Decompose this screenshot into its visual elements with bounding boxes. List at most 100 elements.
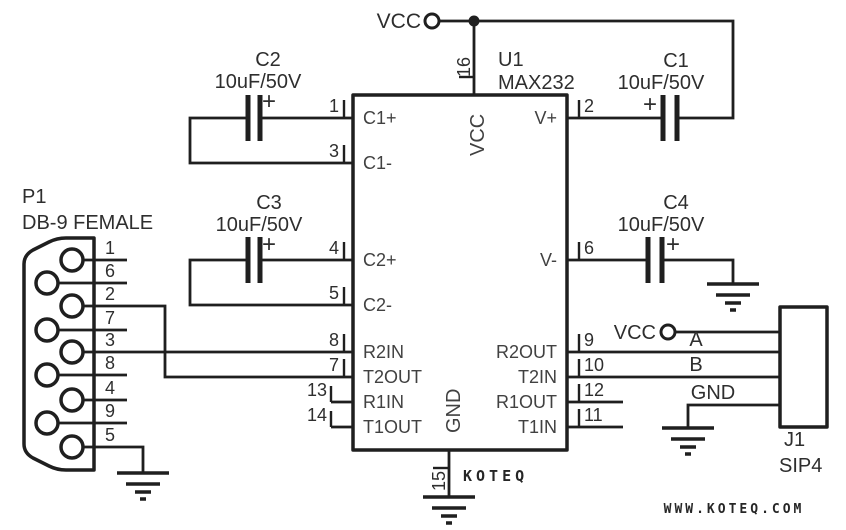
ic-pin-number: 3 [329,141,339,161]
ic-pin-number: 8 [329,330,339,350]
net-a-label: A [689,329,703,351]
ic-pin-number: 12 [584,380,604,400]
ic-u1-max232: U1 MAX232 VCC GND C1+ C1- C2+ C2- R2IN T… [307,49,623,497]
db9-socket-icon [59,293,85,319]
db9-pin-number: 2 [105,284,115,304]
ic-partnumber: MAX232 [498,72,575,94]
koteq-logo: KOTEQ [463,467,528,485]
db9-socket-icon [34,317,60,343]
ic-pin-number: 11 [584,405,603,425]
c1-value: 10uF/50V [618,72,705,94]
ic-pin-name: R2OUT [496,342,557,362]
ic-pin-name: C2+ [363,250,397,270]
ic-pin-name: V+ [534,108,557,128]
ic-refdes: U1 [498,49,524,71]
ic-pin-name: V- [540,250,557,270]
ic-pin-number: 5 [329,283,339,303]
ic-pin-number: 7 [329,355,339,375]
capacitor-icon [645,237,665,283]
capacitor-icon [245,237,263,283]
sip4-connector-j1: J1 SIP4 VCC A B GND [567,305,829,477]
ic-pin-name: T1IN [518,417,557,437]
ground-symbol-icon [662,426,714,456]
left-pin-ticks [329,100,346,427]
pin16-number: 16 [454,57,474,77]
capacitor-icon [660,95,680,141]
pin15-number: 15 [429,471,449,491]
ic-pin-name: C1+ [363,108,397,128]
ic-vcc-pin-label: VCC [467,114,489,156]
ic-gnd-pin-label: GND [443,389,465,433]
db9-pin-number: 8 [105,353,115,373]
ic-pin-number: 2 [584,96,594,116]
db9-socket-icon [59,387,85,413]
db9-shell-outline [22,236,96,472]
db9-pin-number: 7 [105,308,115,328]
ic-pin-name: T1OUT [363,417,422,437]
c3-refdes: C3 [256,192,282,214]
db9-socket-icon [59,339,85,365]
c4-value: 10uF/50V [618,214,705,236]
db9-pin5-to-ground-wire [83,445,145,473]
vcc-terminal-icon [423,12,441,30]
junction-dot [468,15,480,27]
j1-type-label: SIP4 [779,455,822,477]
j1-gnd-wire [686,403,780,428]
db9-socket-icon [59,247,85,273]
ic-pin-number: 13 [307,380,327,400]
net-gnd-label: GND [691,382,735,404]
ic-pin-name: R2IN [363,342,404,362]
db9-socket-icon [59,434,85,460]
db9-pin-number: 9 [105,401,115,421]
vcc-net-wire [439,19,735,120]
ic-pin-number: 14 [307,405,327,425]
vcc-terminal-icon [659,323,677,341]
ground-symbol-icon [117,471,169,501]
ic-stub-wires [331,400,623,429]
c1-polarity-mark: + [643,91,657,118]
c2-net-wire [188,116,353,165]
ic-pin-name: R1IN [363,392,404,412]
c2-refdes: C2 [255,49,281,71]
ground-symbol-icon [707,282,759,312]
j1-body [778,305,829,429]
capacitor-c2: C2 10uF/50V + [188,49,353,165]
ic-pin-number: 1 [329,96,339,116]
ic-pin-name: T2OUT [363,367,422,387]
db9-socket-icon [34,362,60,388]
c2-polarity-mark: + [262,88,276,115]
website-label: WWW.KOTEQ.COM [664,502,805,517]
j1-vcc-label: VCC [614,322,656,344]
db9-pin-number: 4 [105,378,115,398]
net-b-label: B [689,354,702,376]
db9-connector-p1: P1 DB-9 FEMALE 1 6 2 7 3 8 4 9 5 [22,186,353,501]
c1-refdes: C1 [663,50,689,72]
c3-polarity-mark: + [262,231,276,258]
ic-body [351,93,569,452]
p1-type-label: DB-9 FEMALE [22,212,153,234]
ground-symbol-icon [423,495,475,525]
capacitor-c1: C1 10uF/50V + [618,50,705,141]
c3-net-wire [188,258,353,307]
db9-pin-number: 6 [105,261,115,281]
c2-value: 10uF/50V [215,71,302,93]
capacitor-c3: C3 10uF/50V + [188,192,353,307]
db9-pin-number: 3 [105,330,115,350]
c4-net-wire [567,258,735,284]
ic-pin-number: 9 [584,330,594,350]
c4-polarity-mark: + [666,231,680,258]
db9-socket-icon [34,410,60,436]
db9-pin-number: 1 [105,238,115,258]
ic-pin-number: 4 [329,238,339,258]
vcc-power-rail: VCC 16 [377,10,735,120]
db9-pin2-to-t2out-wire [83,304,353,379]
capacitor-c4: C4 10uF/50V + [567,192,759,312]
vcc-top-label: VCC [377,10,421,33]
db9-stub-wires [58,258,127,425]
ic-pin-number: 10 [584,355,604,375]
c4-refdes: C4 [663,192,689,214]
ic-pin-name: T2IN [518,367,557,387]
db9-socket-icon [34,270,60,296]
